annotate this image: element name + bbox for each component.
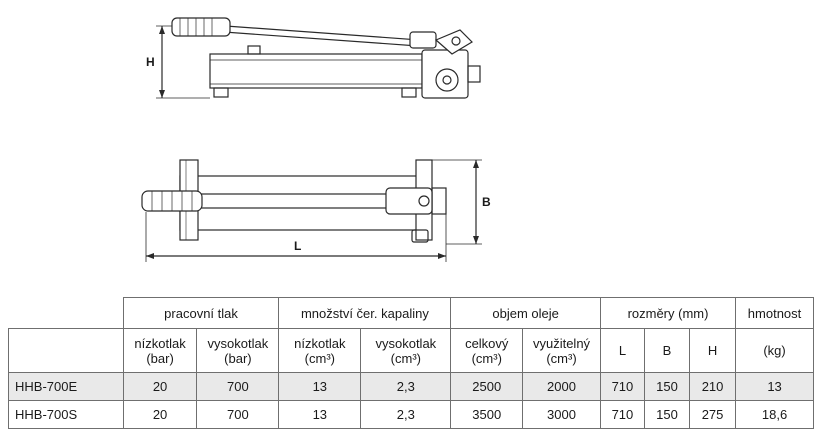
- sub-h: H: [688, 328, 737, 373]
- group-working-pressure: pracovní tlak: [122, 297, 280, 329]
- table-cell: 700: [196, 372, 280, 401]
- group-weight: hmotnost: [735, 297, 814, 329]
- group-oil-amount: množství čer. kapaliny: [278, 297, 452, 329]
- handle-grip: [171, 17, 231, 37]
- dim-h-label: H: [146, 55, 155, 69]
- table-cell: 275: [688, 400, 737, 429]
- group-oil-volume: objem oleje: [450, 297, 601, 329]
- sub-kg: (kg): [735, 328, 814, 373]
- table-cell: 2,3: [360, 400, 452, 429]
- table-cell: 710: [599, 372, 645, 401]
- table-cell: 700: [196, 400, 280, 429]
- group-dimensions: rozměry (mm): [599, 297, 737, 329]
- model-cell: HHB-700E: [8, 372, 124, 401]
- model-cell: HHB-700S: [8, 400, 124, 429]
- dim-b-label: B: [482, 195, 491, 209]
- top-view: [141, 159, 482, 262]
- table-cell: 3500: [450, 400, 524, 429]
- sub-low-amount: nízkotlak(cm³): [278, 328, 362, 373]
- table-cell: 13: [278, 400, 362, 429]
- table-cell: 2,3: [360, 372, 452, 401]
- table-cell: 13: [278, 372, 362, 401]
- dim-l-label: L: [294, 239, 301, 253]
- table-cell: 18,6: [735, 400, 814, 429]
- sub-high-pressure: vysokotlak(bar): [196, 328, 280, 373]
- sub-b: B: [643, 328, 691, 373]
- sub-l: L: [599, 328, 645, 373]
- table-cell: 20: [122, 372, 198, 401]
- sub-usable: využitelný(cm³): [522, 328, 601, 373]
- table-cell: 3000: [522, 400, 601, 429]
- subheader-row: nízkotlak(bar) vysokotlak(bar) nízkotlak…: [8, 328, 814, 373]
- valve-knob: [435, 68, 459, 92]
- table-cell: 150: [643, 400, 691, 429]
- corner-cell: [8, 297, 124, 329]
- pump-technical-drawing: H B L: [141, 17, 491, 262]
- sub-high-amount: vysokotlak(cm³): [360, 328, 452, 373]
- spec-table: pracovní tlak množství čer. kapaliny obj…: [8, 297, 814, 429]
- table-cell: 150: [643, 372, 691, 401]
- group-header-row: pracovní tlak množství čer. kapaliny obj…: [8, 297, 814, 329]
- table-row: HHB-700E 20 700 13 2,3 2500 2000 710 150…: [8, 372, 814, 401]
- table-cell: 710: [599, 400, 645, 429]
- table-cell: 13: [735, 372, 814, 401]
- sub-low-pressure: nízkotlak(bar): [122, 328, 198, 373]
- table-cell: 2500: [450, 372, 524, 401]
- model-header-cell: [8, 328, 124, 373]
- sub-total: celkový(cm³): [450, 328, 524, 373]
- table-cell: 2000: [522, 372, 601, 401]
- table-cell: 210: [688, 372, 737, 401]
- reservoir-body: [209, 53, 423, 89]
- table-row: HHB-700S 20 700 13 2,3 3500 3000 710 150…: [8, 400, 814, 429]
- side-view: [156, 17, 481, 99]
- table-cell: 20: [122, 400, 198, 429]
